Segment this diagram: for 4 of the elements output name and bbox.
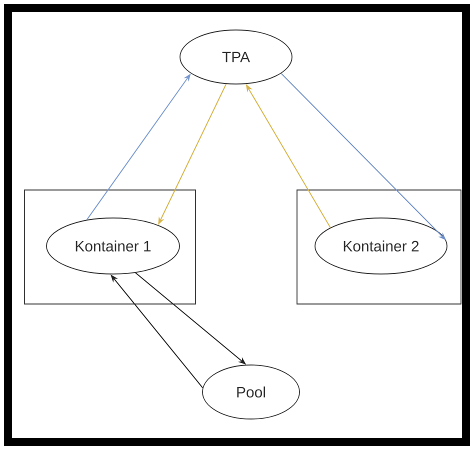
ellipse-node: Kontainer 1 <box>46 218 180 274</box>
ellipse-node: TPA <box>180 30 292 84</box>
ellipse-node: Kontainer 2 <box>314 218 448 274</box>
ellipse-node: Pool <box>202 364 300 420</box>
